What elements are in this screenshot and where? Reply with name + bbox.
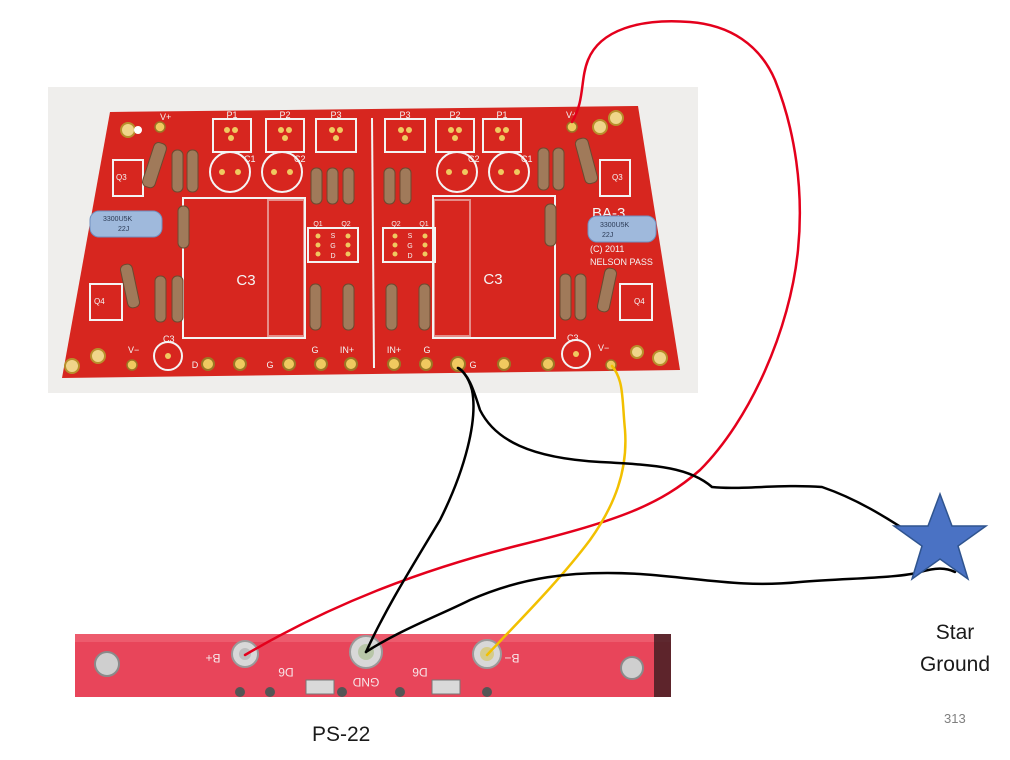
rail-label: V+ [566,110,577,120]
pad-label: IN+ [340,345,354,355]
rail-label: V− [128,345,139,355]
c3-left-label: C3 [236,272,255,289]
transistor-label: Q4 [94,297,105,306]
sgd-label: G [330,243,335,250]
cap-label: C1 [521,154,533,164]
resistors [119,137,618,331]
transistor-label: Q3 [116,173,127,182]
pad-label: G [423,345,430,355]
film-cap-right: 3300U5K 22J [587,215,657,243]
rail-label: V− [598,343,609,353]
red-wire-bplus [243,20,802,657]
amp-board-photo: C3 C3 P1 P2 P3 P3 P2 P1 [48,87,698,393]
page-number: 313 [944,711,966,726]
star-ground-line2: Ground [919,653,991,676]
center-divider [371,117,375,369]
designer-marking: NELSON PASS [590,257,653,267]
ps-diode-label: D6 [278,665,294,679]
pot-label: P1 [226,110,237,120]
cap-label: C3 [163,334,175,344]
q-label: Q2 [391,221,400,228]
ps-diodes [235,679,492,697]
rail-pads [126,121,617,371]
pad-label: D [192,360,199,370]
pad-label: G [469,360,476,370]
svg-text:3300U5K: 3300U5K [600,222,630,229]
mounting-holes [64,110,668,374]
bottom-pads [201,356,555,372]
pot-label: P1 [496,110,507,120]
ps-screws [94,651,644,680]
cap-label: C1 [244,154,256,164]
pot-label: P3 [399,110,410,120]
pot-label: P2 [449,110,460,120]
pot-label: P3 [330,110,341,120]
ps-pad-label-gnd: GND [352,675,379,689]
star-ground-label: Star Ground [900,617,1010,681]
sgd-label: D [330,253,335,260]
ps-board-photo: B+ GND B− D6 D6 [75,634,671,697]
ps-pad-label-bplus: B+ [205,651,220,665]
amp-board-pcb [62,106,680,378]
sgd-label: S [408,233,413,240]
svg-text:3300U5K: 3300U5K [103,216,133,223]
q-label: Q1 [313,221,322,228]
transistor-label: Q4 [634,297,645,306]
q-label: Q1 [419,221,428,228]
pot-label: P2 [279,110,290,120]
c3-right-label: C3 [483,271,502,288]
cap-label: C2 [468,154,480,164]
sgd-label: D [407,253,412,260]
black-wire-gnd-to-amp [364,366,475,654]
cap-label: C2 [294,154,306,164]
film-cap-left: 3300U5K 22J [89,210,163,238]
sgd-label: S [331,233,336,240]
yellow-wire-bminus [485,364,627,657]
ps-board-label: PS-22 [312,723,371,746]
sgd-label: G [407,243,412,250]
small-caps [153,151,591,371]
copyright-marking: (C) 2011 [590,244,624,254]
svg-text:22J: 22J [602,232,613,239]
star-ground-line1: Star [935,621,975,644]
pad-label: IN+ [387,345,401,355]
ps-pad-label-bminus: B− [504,651,519,665]
svg-text:22J: 22J [118,226,129,233]
transistor-label: Q3 [612,173,623,182]
star-icon [891,491,989,581]
ps-diode-label: D6 [412,665,428,679]
black-wire-amp-to-star [456,366,942,550]
rail-label: V+ [160,112,171,122]
cap-label: C3 [567,333,579,343]
pad-label: G [266,360,273,370]
q-label: Q2 [341,221,350,228]
pot-pads [224,127,509,141]
pad-label: G [311,345,318,355]
